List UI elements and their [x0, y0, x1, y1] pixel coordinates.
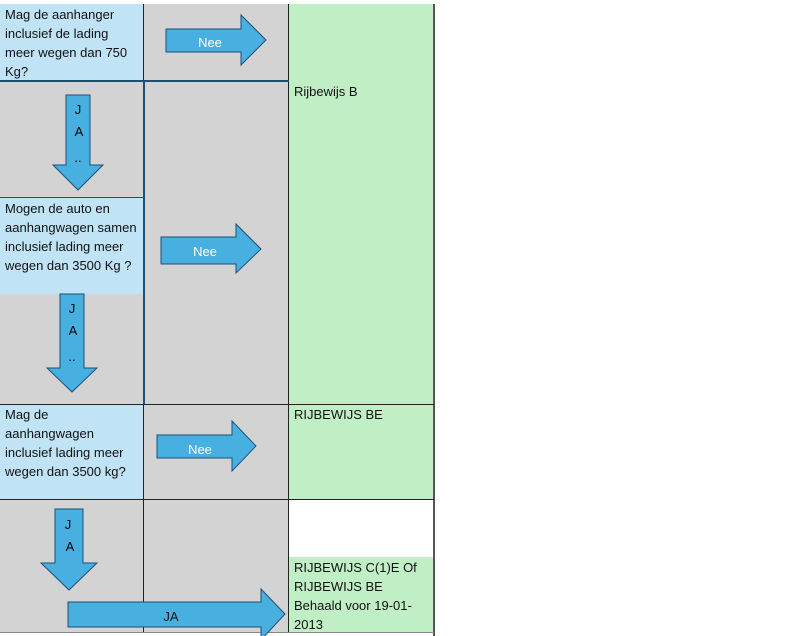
arrow-label-a: A	[66, 539, 75, 554]
arrow-label-dots: ..	[74, 150, 81, 165]
arrow-label-nee: Nee	[188, 442, 212, 457]
question-3500-combined-cell: Mogen de auto en aanhangwagen samen incl…	[0, 198, 143, 294]
question-750-text: Mag de aanhanger inclusief de lading mee…	[5, 7, 128, 79]
result-be-text: RIJBEWIJS BE	[294, 407, 383, 422]
arrow-right-nee-1: Nee	[165, 13, 267, 67]
arrow-label-j: J	[69, 301, 76, 316]
arrow-label-j: J	[65, 517, 72, 532]
grid-line	[0, 197, 143, 198]
question-3500-trailer-cell: Mag de aanhangwagen inclusief lading mee…	[0, 404, 143, 499]
arrow-label-nee: Nee	[198, 35, 222, 50]
result-c1e-cell: RIJBEWIJS C(1)E Of RIJBEWIJS BE Behaald …	[289, 557, 434, 632]
result-be-cell: RIJBEWIJS BE	[289, 404, 434, 499]
arrow-label-j: J	[75, 102, 82, 117]
grid-line	[288, 4, 289, 632]
arrow-label-nee: Nee	[193, 244, 217, 259]
arrow-right-nee-2: Nee	[160, 222, 262, 275]
grid-line	[433, 4, 435, 636]
arrow-right-ja: JA	[67, 587, 286, 636]
result-b-cell: Rijbewijs B	[289, 4, 434, 404]
grid-line	[0, 404, 434, 405]
arrow-label-a: A	[75, 124, 84, 139]
grid-line	[0, 499, 434, 500]
question-3500-combined-text: Mogen de auto en aanhangwagen samen incl…	[5, 201, 137, 273]
grid-line	[0, 632, 434, 633]
question-3500-trailer-text: Mag de aanhangwagen inclusief lading mee…	[5, 407, 126, 479]
grid-line	[143, 404, 144, 632]
empty-cell	[289, 499, 434, 557]
arrow-label-ja: JA	[163, 609, 179, 624]
arrow-down-ja-2: J A ..	[45, 293, 99, 393]
arrow-label-a: A	[69, 323, 78, 338]
grid-line	[143, 4, 144, 81]
arrow-down-ja-3: J A	[39, 508, 99, 591]
grid-line	[143, 81, 145, 404]
column-middle-bg	[143, 4, 289, 632]
arrow-right-nee-3: Nee	[156, 419, 257, 473]
arrow-label-dots: ..	[68, 349, 75, 364]
arrow-down-ja-1: J A ..	[51, 94, 105, 191]
result-b-text: Rijbewijs B	[294, 84, 358, 99]
question-750-cell: Mag de aanhanger inclusief de lading mee…	[0, 4, 143, 81]
result-c1e-text: RIJBEWIJS C(1)E Of RIJBEWIJS BE Behaald …	[294, 560, 417, 632]
